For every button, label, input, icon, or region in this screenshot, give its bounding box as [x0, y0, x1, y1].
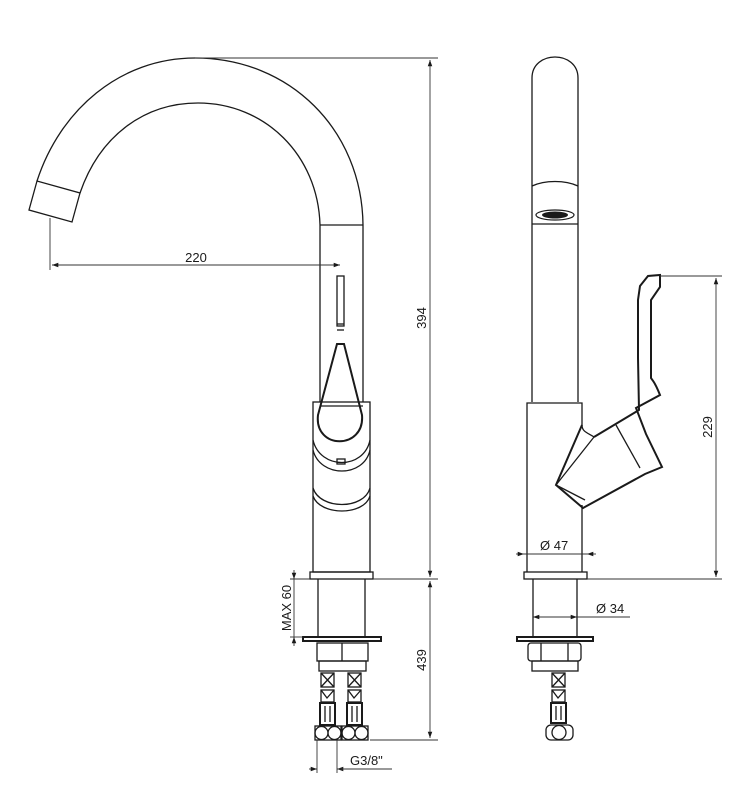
hose-right — [341, 672, 369, 741]
side-hose — [545, 672, 574, 741]
dimension-max-deck: MAX 60 — [279, 585, 294, 631]
washer — [302, 636, 382, 642]
lever-rod — [336, 275, 345, 327]
aerator — [28, 180, 81, 223]
dimension-shank-diameter: Ø 34 — [596, 601, 624, 616]
side-body — [526, 402, 595, 572]
dimension-thread: G3/8" — [350, 753, 383, 768]
dimension-spout-reach: 220 — [185, 250, 207, 265]
side-nut — [527, 642, 582, 662]
side-base-flange — [523, 571, 588, 580]
dimension-below-deck: 439 — [414, 649, 429, 671]
base-flange — [309, 571, 374, 580]
spout-inner-arc — [79, 102, 321, 226]
lever-handle — [316, 343, 364, 443]
spout-outer-arc — [36, 57, 364, 226]
side-washer — [516, 636, 594, 642]
dimension-lever-height: 229 — [700, 416, 715, 438]
front-view: 220 394 439 MAX 60 G3/8" — [28, 57, 438, 773]
side-view: 229 Ø 47 Ø 34 — [516, 56, 722, 741]
side-lever — [554, 273, 664, 510]
hose-left — [314, 672, 342, 741]
dimension-body-diameter: Ø 47 — [540, 538, 568, 553]
aerator-icon — [535, 209, 575, 221]
dimension-total-height: 394 — [414, 307, 429, 329]
spout-tube — [531, 56, 579, 402]
